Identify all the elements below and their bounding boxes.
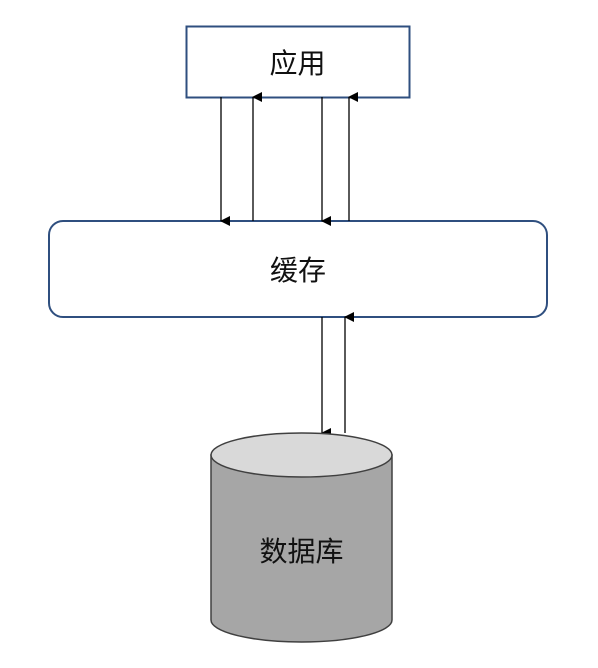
- database-node: [210, 432, 393, 643]
- database-body: [210, 454, 393, 643]
- app-node: [185, 25, 411, 99]
- cache-node: [48, 220, 548, 318]
- database-top: [210, 432, 393, 478]
